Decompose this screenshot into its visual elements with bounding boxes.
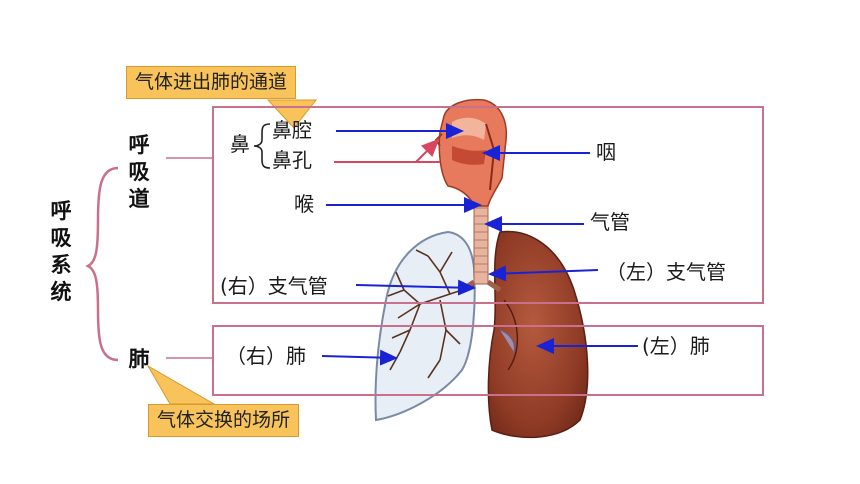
label-nostril: 鼻孔 [272,148,312,172]
label-nasal-cavity: 鼻腔 [272,118,312,142]
pointer-arrows [321,123,638,366]
lung-function-callout: 气体交换的场所 [148,404,300,437]
lung-box [212,325,764,396]
label-right-bronchus: (右）支气管 [220,274,328,298]
label-right-lung: （右）肺 [226,344,306,368]
label-left-bronchus: （左）支气管 [606,260,726,284]
lung-heading: 肺 [128,347,150,371]
bronchial-tree [387,249,475,379]
airway-function-callout: 气体进出肺的通道 [126,66,297,99]
left-lung-shape [487,230,589,439]
label-left-lung: (左）肺 [642,334,710,358]
label-larynx: 喉 [294,192,314,216]
label-nose: 鼻 [230,132,250,156]
system-title: 呼吸系统 [50,199,72,304]
lung-callout-tail [146,364,216,405]
respiratory-tract-box [212,106,764,304]
label-trachea: 气管 [590,210,630,234]
tract-heading: 呼吸道 [128,133,150,211]
system-bracket [85,166,119,362]
label-pharynx: 咽 [596,140,616,164]
nose-brace [253,123,271,169]
